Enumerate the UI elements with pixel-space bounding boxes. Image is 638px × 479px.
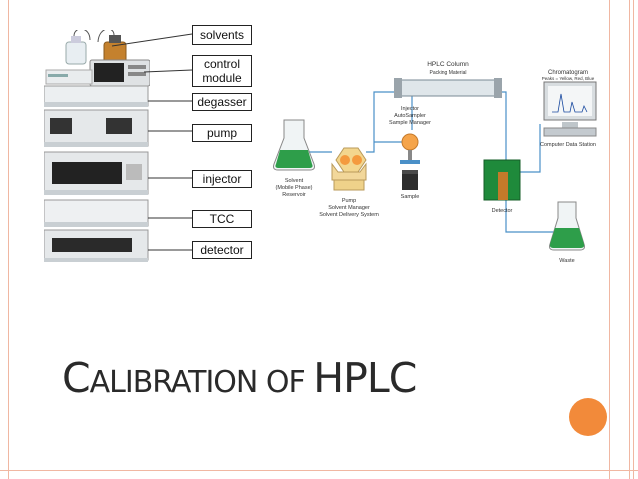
label-detector: detector	[192, 241, 252, 259]
slide-title: CALIBRATION OF HPLC	[62, 354, 417, 402]
injector-sampler	[400, 133, 420, 190]
injector-label-line3: Sample Manager	[389, 120, 431, 126]
pump-label-line2: Solvent Manager	[328, 205, 370, 211]
sample-label: Sample	[401, 194, 420, 200]
chromatogram-note: Peaks = Yellow, Red, Blue	[542, 76, 595, 81]
hplc-column-label: HPLC Column	[427, 61, 469, 68]
packing-material-label: Packing Material	[430, 70, 467, 76]
frame-line-right-1	[609, 0, 610, 479]
title-cap-c: C	[62, 354, 91, 402]
pump-illustration	[44, 109, 149, 147]
injector-illustration	[44, 151, 149, 195]
solvent-flask	[273, 119, 315, 171]
computer-station-label: Computer Data Station	[540, 142, 596, 148]
waste-flask	[549, 201, 585, 251]
solvent-label-line3: Reservoir	[282, 192, 306, 198]
label-degasser: degasser	[192, 93, 252, 111]
control-module-illustration	[89, 59, 150, 87]
injector-label-line2: AutoSampler	[394, 113, 426, 119]
label-control-module-line1: control	[203, 57, 241, 71]
label-control-module-line2: module	[202, 71, 242, 85]
orange-accent-dot	[569, 398, 607, 436]
label-injector: injector	[192, 170, 252, 188]
tcc-illustration	[44, 199, 149, 227]
hplc-schematic-diagram: HPLC Column Packing Material Chromatogra…	[273, 61, 597, 264]
detector-unit	[483, 159, 521, 201]
chromatogram-label: Chromatogram	[548, 70, 588, 76]
solvent-label-line1: Solvent	[285, 178, 304, 184]
title-hplc: HPLC	[313, 354, 417, 402]
frame-line-right-3	[633, 0, 634, 479]
label-control-module: control module	[192, 55, 252, 87]
pump-unit	[331, 147, 367, 191]
label-pump: pump	[192, 124, 252, 142]
label-tcc: TCC	[192, 210, 252, 228]
solvent-label-line2: (Mobile Phase)	[276, 185, 313, 191]
hplc-column	[394, 78, 502, 98]
hplc-instrument-stack	[44, 30, 150, 262]
frame-line-left	[8, 0, 9, 479]
title-rest: ALIBRATION OF	[89, 365, 314, 400]
waste-label: Waste	[559, 258, 574, 264]
pump-label-line3: Solvent Delivery System	[319, 212, 379, 218]
detector-schematic-label: Detector	[492, 208, 513, 214]
detector-illustration	[44, 229, 149, 262]
computer-data-station	[543, 81, 597, 137]
solvent-bottles-illustration	[65, 30, 127, 65]
frame-line-right-2	[629, 0, 630, 479]
label-solvents: solvents	[192, 25, 252, 45]
pump-label-line1: Pump	[342, 198, 356, 204]
injector-label-line1: Injector	[401, 106, 419, 112]
frame-line-bottom	[0, 470, 638, 471]
degasser-illustration	[44, 85, 149, 107]
